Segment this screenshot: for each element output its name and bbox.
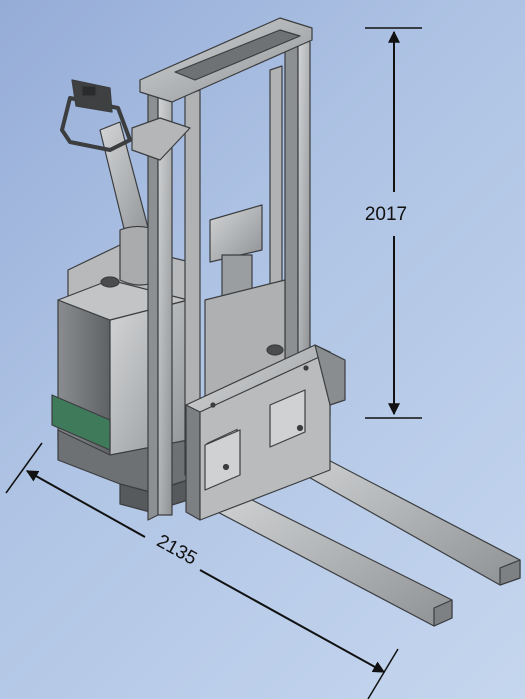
fork-carriage-plate xyxy=(185,344,346,521)
key-switch xyxy=(100,276,120,288)
length-extension-start xyxy=(5,442,43,494)
length-extension-end xyxy=(367,648,399,699)
length-arrow-start xyxy=(25,470,146,538)
height-dimension: 2017 xyxy=(365,27,422,419)
length-label: 2135 xyxy=(153,531,200,570)
length-arrow-end xyxy=(199,569,386,673)
stacker-illustration xyxy=(51,17,521,627)
height-label: 2017 xyxy=(365,204,407,225)
mast xyxy=(131,17,313,521)
green-stripe xyxy=(51,394,111,451)
